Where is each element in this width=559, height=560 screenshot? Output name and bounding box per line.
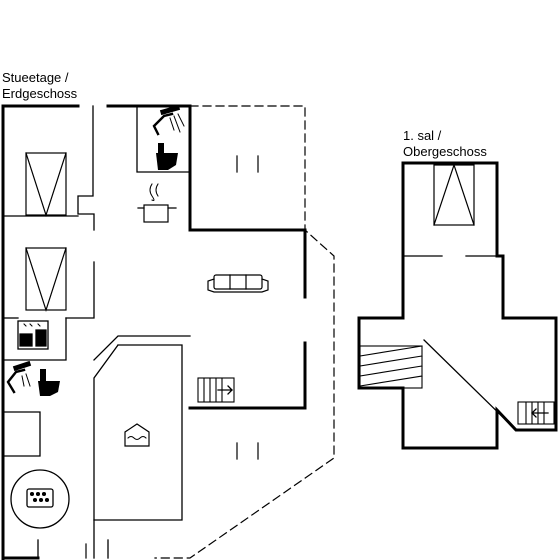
ground-floor (1, 104, 335, 560)
ground-floor-interior-walls (3, 105, 191, 559)
upper-floor-label-danish: 1. sal / (403, 128, 442, 143)
shower-icon (6, 360, 32, 394)
ground-floor-label-danish: Stueetage / (2, 70, 69, 85)
upper-floor-label: 1. sal / Obergeschoss (403, 128, 487, 160)
staircase-icon (517, 401, 555, 425)
toilet-icon (38, 369, 60, 396)
terrace-outline (154, 105, 335, 559)
bed-icon (25, 247, 67, 312)
staircase-icon (197, 377, 235, 403)
sofa-icon (207, 274, 269, 293)
upper-floor-label-german: Obergeschoss (403, 144, 487, 159)
whirlpool-icon (10, 469, 70, 529)
washer-dryer-icon (17, 320, 49, 350)
upper-floor (357, 161, 558, 450)
ground-floor-label: Stueetage / Erdgeschoss (2, 70, 77, 102)
toilet-icon (156, 143, 178, 170)
bed-icon (433, 163, 475, 226)
pool-icon (124, 423, 150, 447)
upper-floor-interior-walls (403, 255, 517, 431)
staircase-icon (359, 345, 423, 389)
shower-icon (152, 104, 185, 136)
window-marks (85, 155, 307, 559)
stove-icon (137, 183, 177, 223)
ground-floor-label-german: Erdgeschoss (2, 86, 78, 101)
bed-icon (25, 152, 67, 217)
